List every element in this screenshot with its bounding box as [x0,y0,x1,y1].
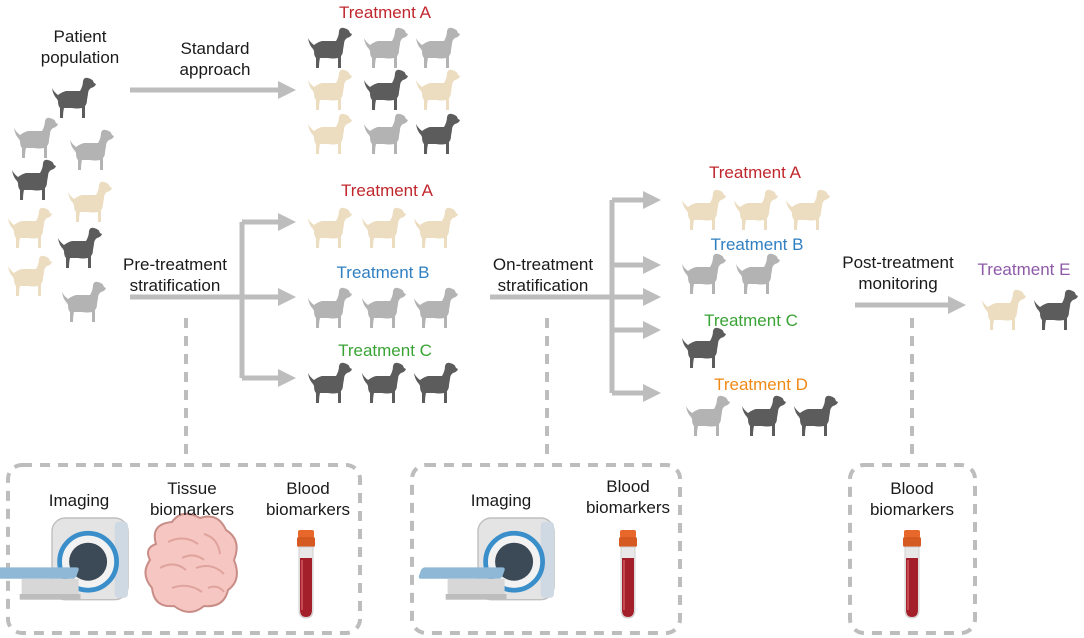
dog-icon [414,207,458,248]
dog-icon [308,287,352,328]
dog-icon [362,207,406,248]
blood-tube-icon [902,529,922,619]
imaging-label: Imaging [470,491,532,510]
dog-icon [364,27,408,68]
treatment-a-label: Treatment A [709,163,801,182]
on-biomarker-box [410,463,682,635]
treatment-b-label: Treatment B [336,263,430,282]
dog-icon [736,253,780,294]
dashed-connectors [6,318,977,635]
pre-biomarker-box [6,463,362,635]
dog-icon [52,77,96,118]
dog-icon [8,255,52,296]
treatment-a-label: Treatment A [339,3,431,22]
dog-icon [414,362,458,403]
tissue-icon [144,512,238,613]
dog-icon [308,362,352,403]
treatment-c-label: Treatment C [338,341,432,360]
dog-icon [682,327,726,368]
dog-icon [58,227,102,268]
treatment-c-label: Treatment C [704,311,798,330]
dog-icon [362,362,406,403]
imaging-label: Imaging [48,491,110,510]
dog-icon [14,117,58,158]
dog-icon [416,113,460,154]
dog-icon [70,129,114,170]
dog-icon [794,395,838,436]
dog-icon [686,395,730,436]
dog-icon [308,27,352,68]
treatment-e-label: Treatment E [977,260,1071,279]
treatment-a-label: Treatment A [341,181,433,200]
arrows [130,87,950,396]
dog-icon [68,181,112,222]
blood-tube-icon [296,529,316,619]
dog-icon [308,69,352,110]
dog-icon [414,287,458,328]
treatment-d-label: Treatment D [714,375,808,394]
dog-icon [308,113,352,154]
dog-icon [982,289,1026,330]
dog-icon [8,207,52,248]
mri-scanner-icon [418,518,554,600]
dog-icon [1034,289,1078,330]
dog-icon [742,395,786,436]
blood-tube-icon [618,529,638,619]
dog-icon [682,253,726,294]
dog-icon [62,281,106,322]
dog-icon [364,69,408,110]
dog-icon [682,189,726,230]
mri-scanner-icon [0,518,128,600]
dog-icon [416,27,460,68]
dog-icon [308,207,352,248]
post-biomarker-box [848,463,977,635]
dog-icon [416,69,460,110]
dog-icon [786,189,830,230]
dog-icon [12,159,56,200]
dog-icon [362,287,406,328]
dog-icon [364,113,408,154]
treatment-b-label: Treatment B [710,235,804,254]
dog-icon [734,189,778,230]
